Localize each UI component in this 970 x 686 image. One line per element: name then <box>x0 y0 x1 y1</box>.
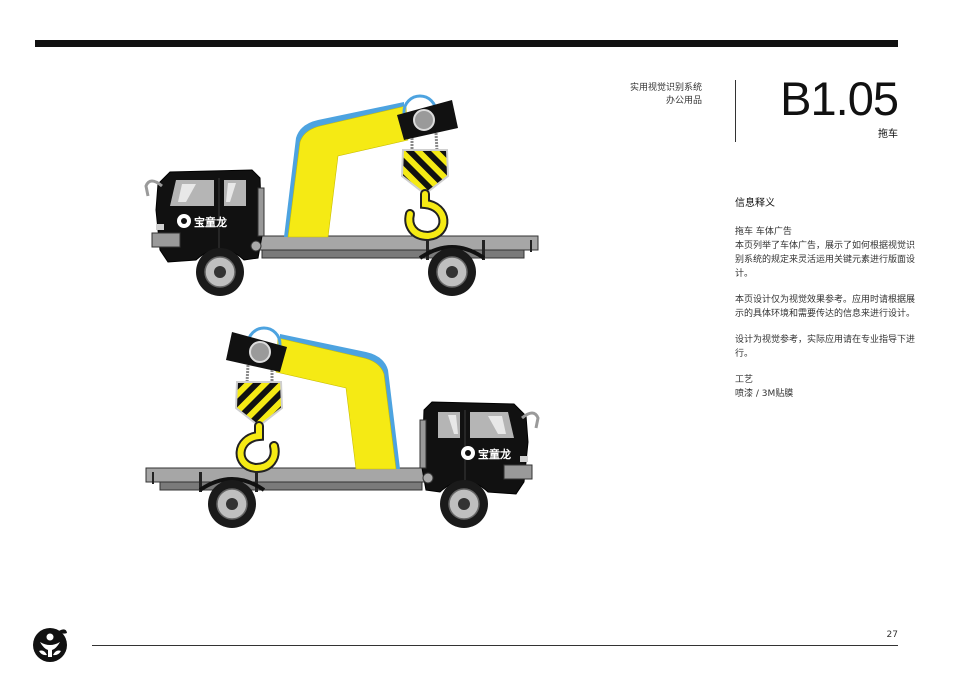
rear-fender <box>198 477 266 492</box>
wheel <box>208 480 256 528</box>
craft-value: 喷漆 / 3M贴膜 <box>735 389 794 399</box>
cab-brand-mark-2: 宝童龙 <box>461 446 511 461</box>
logo-figure-head <box>46 633 54 641</box>
info-subheading-block: 拖车 车体广告 本页列举了车体广告，展示了如何根据视觉识 别系统的规定来灵活运用… <box>735 225 916 281</box>
chain <box>245 364 250 384</box>
windshield-reflection <box>178 184 196 202</box>
cab-brand-mark-1: 宝童龙 <box>177 214 227 229</box>
header-divider <box>735 80 736 142</box>
bed-post <box>482 240 485 260</box>
cab-brand-text: 宝童龙 <box>194 215 227 229</box>
bed-post <box>530 240 532 252</box>
side-mirror <box>144 179 163 197</box>
wheel <box>196 248 244 296</box>
system-title: 实用视觉识别系统 <box>629 83 702 93</box>
hazard-shield <box>234 381 284 428</box>
exhaust-pipe <box>419 419 427 469</box>
wheel <box>440 480 488 528</box>
craft-heading: 工艺 <box>735 375 754 385</box>
tow-truck-2-slot <box>145 326 540 528</box>
info-line: 别系统的规定来灵活运用关键元素进行版面设 <box>735 255 916 265</box>
brand-emblem-core <box>181 218 187 224</box>
info-subheading: 拖车 车体广告 <box>735 227 792 237</box>
side-window-reflection <box>226 183 236 202</box>
crane-hook <box>237 423 278 472</box>
headlight <box>520 456 528 462</box>
crane-boom <box>275 337 397 470</box>
cab-brand-text: 宝童龙 <box>478 447 511 461</box>
flatbed <box>245 235 539 251</box>
info-line: 本页设计仅为视觉效果参考。应用时请根据展 <box>735 295 916 305</box>
craft-block: 工艺 喷漆 / 3M贴膜 <box>735 373 910 401</box>
windshield-reflection <box>488 416 506 434</box>
logo-leaf-icon <box>59 629 67 634</box>
tow-truck-2 <box>145 326 540 528</box>
info-line: 示的具体环境和需要传达的信息来进行设计。 <box>735 309 916 319</box>
chain <box>434 132 439 152</box>
hazard-shield <box>400 149 450 196</box>
rear-fender <box>418 245 486 260</box>
fuel-cap <box>422 472 434 484</box>
info-line: 设计为视觉参考，实际应用请在专业指导下进 <box>735 335 916 345</box>
front-bumper <box>151 232 181 248</box>
windshield <box>170 180 214 206</box>
info-paragraph-3: 设计为视觉参考，实际应用请在专业指导下进 行。 <box>735 333 916 361</box>
bed-post <box>152 472 154 484</box>
pulley <box>249 341 271 363</box>
brand-emblem-core <box>465 450 471 456</box>
brand-logo <box>33 628 67 662</box>
crane-boom <box>287 105 409 238</box>
info-paragraph-2: 本页设计仅为视觉效果参考。应用时请根据展 示的具体环境和需要传达的信息来进行设计… <box>735 293 916 321</box>
page-code: B1.05 <box>780 72 899 125</box>
fuel-cap <box>250 240 262 252</box>
footer-line <box>92 645 898 646</box>
info-line: 本页列举了车体广告，展示了如何根据视觉识 <box>735 241 916 251</box>
exhaust-pipe <box>257 187 265 237</box>
flatbed <box>145 467 439 483</box>
bed-post <box>426 240 429 260</box>
wheel <box>428 248 476 296</box>
info-heading: 信息释义 <box>735 198 775 209</box>
bed-post <box>199 472 202 492</box>
bed-post <box>255 472 258 492</box>
pulley <box>413 109 435 131</box>
logo-figure-body <box>40 642 60 657</box>
headlight <box>156 224 164 230</box>
top-bar <box>35 40 898 47</box>
item-name: 拖车 <box>878 129 898 140</box>
side-mirror <box>521 411 540 429</box>
info-panel: 信息释义 拖车 车体广告 本页列举了车体广告，展示了如何根据视觉识 别系统的规定… <box>735 197 916 401</box>
page-number: 27 <box>886 630 898 640</box>
category-label: 办公用品 <box>665 96 702 106</box>
front-bumper <box>503 464 533 480</box>
tow-truck-1 <box>144 94 539 296</box>
info-line: 行。 <box>735 349 754 359</box>
crane-hook <box>406 191 447 240</box>
windshield <box>470 412 514 438</box>
logo-figure-leaves <box>39 650 61 656</box>
info-line: 计。 <box>735 269 754 279</box>
side-window-reflection <box>448 415 458 434</box>
